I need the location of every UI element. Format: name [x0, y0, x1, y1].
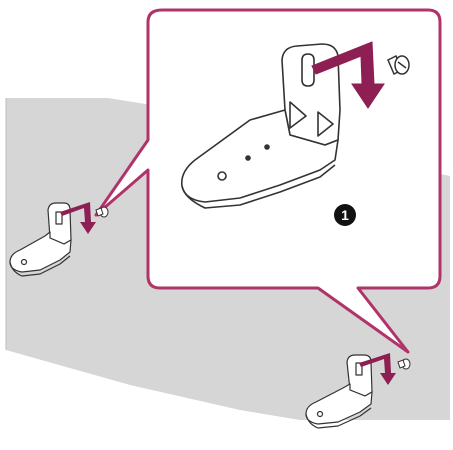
screw-icon-small-left: [95, 206, 109, 218]
screw-icon-small-right: [397, 358, 411, 370]
bracket-large-slot: [301, 53, 315, 87]
step-number-badge: 1: [334, 204, 356, 226]
insertion-arrow-small-right: [359, 353, 396, 385]
insertion-arrow-large: [311, 41, 385, 109]
bracket-large-base-edge: [181, 164, 336, 209]
bracket-large-rib-left: [289, 101, 307, 129]
bracket-large-hole-3: [264, 144, 270, 150]
step-number-label: 1: [341, 207, 349, 223]
bracket-large-hole-1: [217, 171, 227, 181]
screw-icon-large: [387, 54, 410, 76]
bracket-large-rib-right: [317, 111, 334, 137]
insertion-arrow-small-left: [60, 202, 96, 234]
bracket-large-hole-2: [245, 155, 251, 161]
